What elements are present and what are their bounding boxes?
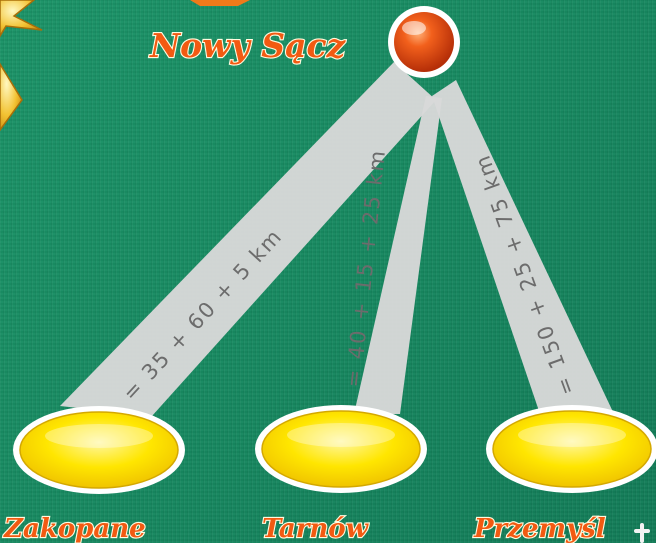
answer-disc-przemysl[interactable] bbox=[486, 405, 656, 493]
top-city-label: Nowy Sącz bbox=[149, 26, 347, 65]
star-decoration-middle bbox=[0, 64, 22, 130]
answer-disc-zakopane[interactable] bbox=[13, 406, 185, 494]
city-label-zakopane: Zakopane bbox=[3, 514, 146, 543]
top-city-ball bbox=[394, 12, 454, 72]
star-decoration-top bbox=[0, 0, 42, 36]
city-label-tarnow: Tarnów bbox=[262, 514, 370, 543]
equation-zakopane: = 35 + 60 + 5 km bbox=[118, 224, 287, 406]
cross-decoration bbox=[636, 525, 648, 541]
top-city-ball-highlight bbox=[402, 21, 426, 35]
answer-disc-tarnow[interactable] bbox=[255, 405, 427, 493]
city-label-przemysl: Przemyśl bbox=[473, 514, 606, 543]
orange-decoration bbox=[190, 0, 250, 6]
